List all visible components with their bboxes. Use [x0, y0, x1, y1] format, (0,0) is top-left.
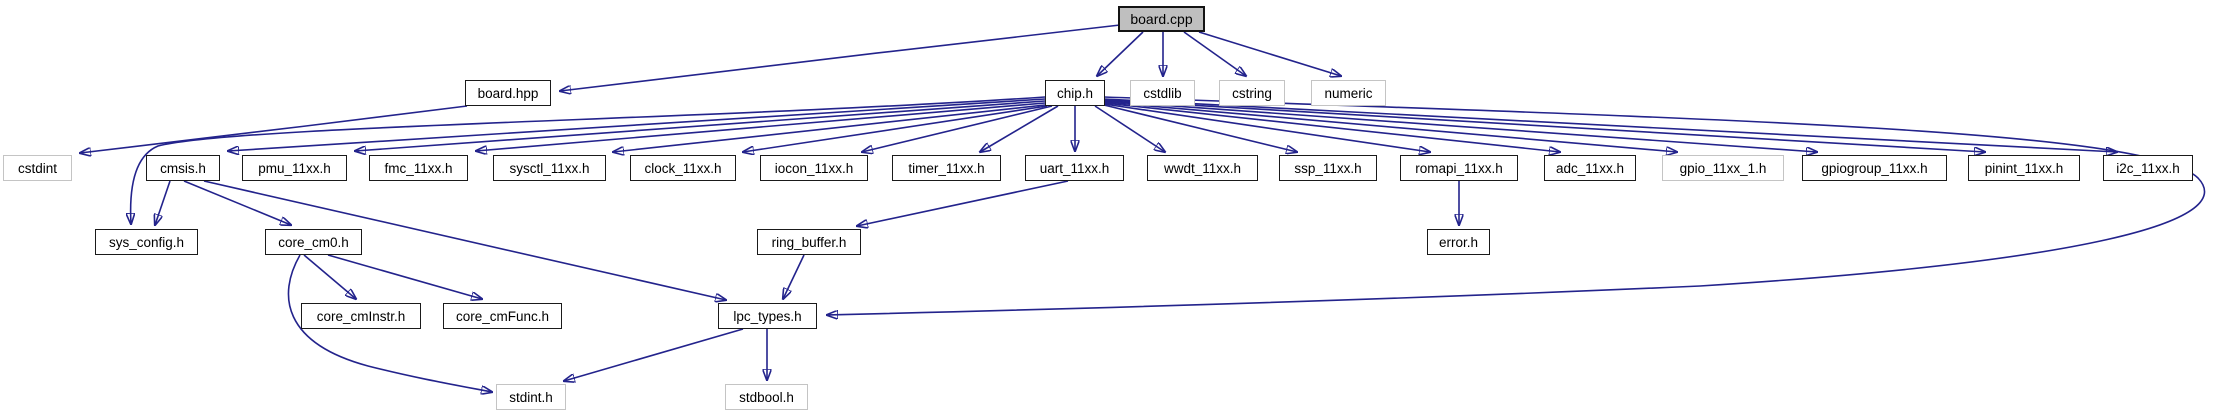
node-chip-h[interactable]: chip.h [1045, 80, 1105, 106]
edge-chip-h-to-gpio [1103, 101, 1677, 152]
edge-lpc-types-to-stdint [564, 328, 744, 381]
edge-board-cpp-to-cstring [1183, 31, 1246, 76]
edge-chip-h-to-pmu [355, 100, 1046, 151]
edge-uart-to-ring-buffer [857, 180, 1069, 226]
node-cstring: cstring [1219, 80, 1285, 106]
edge-chip-h-to-clock [743, 105, 1048, 152]
node-wwdt[interactable]: wwdt_11xx.h [1147, 155, 1258, 181]
edge-chip-h-to-timer [980, 105, 1059, 152]
node-ssp[interactable]: ssp_11xx.h [1279, 155, 1377, 181]
node-iocon[interactable]: iocon_11xx.h [760, 155, 868, 181]
edge-cmsis-h-to-core-cm0 [183, 180, 291, 225]
edge-chip-h-to-iocon [862, 105, 1053, 152]
edge-board-cpp-to-board-hpp [560, 24, 1121, 91]
edge-chip-h-to-ssp [1103, 104, 1297, 152]
node-sysctl[interactable]: sysctl_11xx.h [493, 155, 606, 181]
node-stdbool: stdbool.h [725, 384, 808, 410]
node-timer[interactable]: timer_11xx.h [892, 155, 1001, 181]
edge-ring-buffer-to-lpc-types [783, 254, 805, 299]
node-pinint[interactable]: pinint_11xx.h [1968, 155, 2080, 181]
edge-chip-h-to-romapi [1103, 103, 1430, 152]
node-adc[interactable]: adc_11xx.h [1544, 155, 1636, 181]
edge-chip-h-to-sys-config [131, 96, 1046, 224]
node-cstdlib: cstdlib [1130, 80, 1195, 106]
edge-chip-h-to-wwdt [1094, 105, 1165, 152]
edge-board-cpp-to-numeric [1198, 31, 1341, 76]
edge-cmsis-h-to-sys-config [155, 180, 171, 225]
node-cstdint: cstdint [3, 155, 72, 181]
edge-core-cm0-to-stdint [287, 254, 492, 392]
node-core-cm0[interactable]: core_cm0.h [265, 229, 362, 255]
node-numeric: numeric [1311, 80, 1386, 106]
edge-cmsis-h-to-lpc-types [203, 180, 726, 300]
node-i2c[interactable]: i2c_11xx.h [2103, 155, 2193, 181]
node-board-hpp[interactable]: board.hpp [465, 80, 551, 106]
edge-core-cm0-to-core-cminstr [303, 254, 356, 299]
node-board-cpp[interactable]: board.cpp [1118, 6, 1205, 32]
edge-chip-h-to-pinint [1103, 99, 1985, 152]
edge-board-cpp-to-chip-h [1097, 31, 1144, 76]
node-lpc-types[interactable]: lpc_types.h [718, 303, 817, 329]
node-uart[interactable]: uart_11xx.h [1025, 155, 1124, 181]
node-clock[interactable]: clock_11xx.h [630, 155, 736, 181]
node-romapi[interactable]: romapi_11xx.h [1400, 155, 1518, 181]
node-core-cminstr[interactable]: core_cmInstr.h [301, 303, 421, 329]
edge-chip-h-to-lpc-types [827, 96, 2206, 315]
node-sys-config[interactable]: sys_config.h [95, 229, 198, 255]
node-gpiogroup[interactable]: gpiogroup_11xx.h [1802, 155, 1947, 181]
edge-chip-h-to-cmsis-h [228, 98, 1046, 151]
node-ring-buffer[interactable]: ring_buffer.h [757, 229, 861, 255]
edge-chip-h-to-sysctl [613, 104, 1046, 152]
edge-chip-h-to-adc [1103, 102, 1560, 152]
node-stdint: stdint.h [496, 384, 566, 410]
node-cmsis-h[interactable]: cmsis.h [146, 155, 220, 181]
node-fmc[interactable]: fmc_11xx.h [369, 155, 468, 181]
node-error[interactable]: error.h [1427, 229, 1490, 255]
node-core-cmfunc[interactable]: core_cmFunc.h [443, 303, 562, 329]
edge-chip-h-to-i2c [1103, 98, 2117, 152]
edge-chip-h-to-gpiogroup [1103, 100, 1817, 152]
edge-board-hpp-to-cstdint [80, 105, 468, 153]
node-pmu[interactable]: pmu_11xx.h [242, 155, 347, 181]
node-gpio: gpio_11xx_1.h [1662, 155, 1784, 181]
edge-chip-h-to-fmc [476, 102, 1046, 151]
edge-core-cm0-to-core-cmfunc [327, 254, 482, 299]
